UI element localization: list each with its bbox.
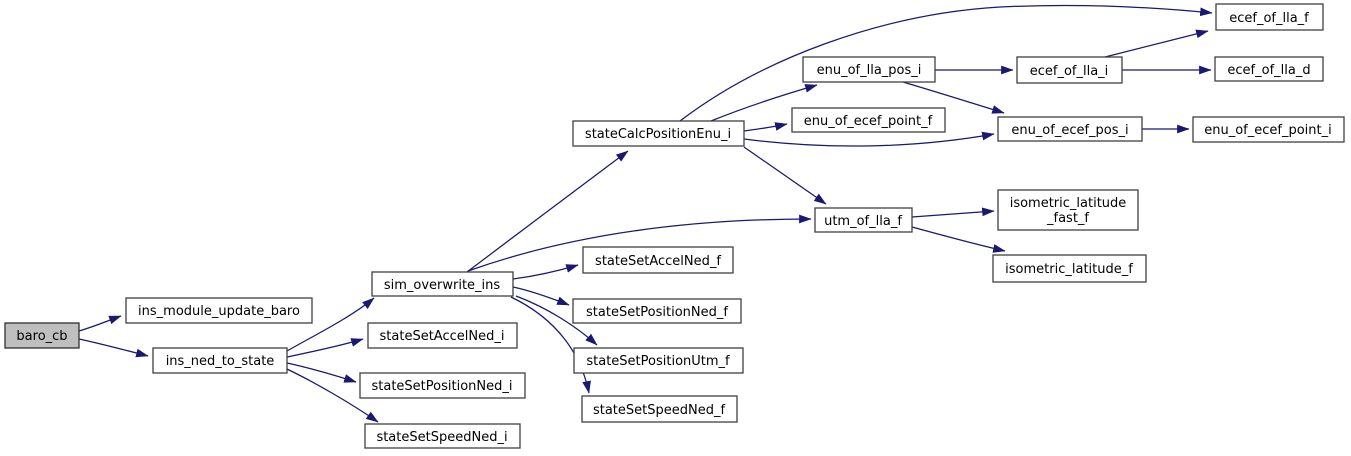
- node-box: [1214, 56, 1324, 82]
- node-utm_of_lla_f[interactable]: utm_of_lla_f: [814, 207, 913, 233]
- node-box: [1192, 116, 1345, 143]
- node-box: [802, 56, 936, 83]
- edge-stateCalcPositionEnu_i-to-enu_of_ecef_point_f: [743, 122, 788, 132]
- node-label: ecef_of_lla_f: [1229, 11, 1309, 26]
- node-box: [814, 207, 913, 233]
- node-isometric_latitude_f[interactable]: isometric_latitude_f: [992, 254, 1147, 283]
- node-box: [581, 395, 738, 423]
- node-label-line1: isometric_latitude: [1010, 196, 1127, 211]
- edge-ecef_of_lla_i-to-ecef_of_lla_f: [1104, 29, 1209, 58]
- node-label: stateCalcPositionEnu_i: [585, 127, 731, 142]
- edge-sim_overwrite_ins-to-utm_of_lla_f: [467, 214, 812, 272]
- node-box: [573, 347, 744, 374]
- edge-utm_of_lla_f-to-isometric_latitude_fast_f: [911, 207, 995, 218]
- edge-stateCalcPositionEnu_i-to-enu_of_ecef_pos_i: [743, 131, 995, 147]
- edge-sim_overwrite_ins-to-stateSetAccelNed_f: [512, 264, 579, 280]
- edge-sim_overwrite_ins-to-stateSetPositionUtm_f: [515, 295, 598, 346]
- edge-stateCalcPositionEnu_i-to-utm_of_lla_f: [743, 146, 827, 205]
- node-label: enu_of_ecef_point_i: [1204, 123, 1332, 138]
- edge-sim_overwrite_ins-to-stateCalcPositionEnu_i: [466, 150, 629, 273]
- edge-ins_ned_to_state-to-stateSetPositionNed_i: [286, 362, 357, 383]
- node-label-line2: _fast_f: [1046, 211, 1089, 226]
- node-label: stateSetPositionNed_i: [372, 379, 513, 394]
- node-box: [1215, 3, 1324, 31]
- nodes-layer: baro_cb ins_module_update_baro ins_ned_t…: [4, 3, 1345, 449]
- node-stateSetPositionUtm_f[interactable]: stateSetPositionUtm_f: [573, 347, 744, 374]
- node-label: ecef_of_lla_d: [1227, 63, 1310, 78]
- node-stateCalcPositionEnu_i[interactable]: stateCalcPositionEnu_i: [572, 120, 745, 147]
- node-label: sim_overwrite_ins: [384, 278, 501, 293]
- node-box: [367, 322, 518, 349]
- node-stateSetSpeedNed_f[interactable]: stateSetSpeedNed_f: [581, 395, 738, 423]
- edge-ins_ned_to_state-to-stateSetAccelNed_i: [286, 338, 364, 358]
- node-label: stateSetPositionUtm_f: [586, 354, 730, 369]
- node-label: enu_of_ecef_pos_i: [1011, 123, 1128, 138]
- node-sim_overwrite_ins[interactable]: sim_overwrite_ins: [371, 271, 514, 297]
- node-label: ins_module_update_baro: [138, 304, 300, 319]
- node-enu_of_lla_pos_i[interactable]: enu_of_lla_pos_i: [802, 56, 936, 83]
- node-label: stateSetSpeedNed_f: [593, 403, 726, 418]
- edge-baro_cb-to-ins_module_update_baro: [78, 315, 122, 332]
- node-label: ins_ned_to_state: [166, 354, 275, 369]
- node-box: [997, 189, 1139, 231]
- node-ecef_of_lla_d[interactable]: ecef_of_lla_d: [1214, 56, 1324, 82]
- edge-baro_cb-to-ins_ned_to_state: [78, 338, 149, 358]
- node-ins_ned_to_state[interactable]: ins_ned_to_state: [152, 347, 288, 374]
- node-box: [1016, 56, 1123, 84]
- node-ecef_of_lla_i[interactable]: ecef_of_lla_i: [1016, 56, 1123, 84]
- edge-utm_of_lla_f-to-isometric_latitude_f: [911, 226, 1006, 253]
- node-label: baro_cb: [16, 329, 67, 344]
- node-box: [125, 297, 313, 324]
- node-stateSetPositionNed_i[interactable]: stateSetPositionNed_i: [359, 372, 526, 399]
- node-box: [364, 423, 521, 449]
- node-isometric_latitude_fast_f[interactable]: isometric_latitude _fast_f: [997, 189, 1139, 231]
- node-box: [371, 271, 514, 297]
- node-box: [152, 347, 288, 374]
- node-label: enu_of_ecef_point_f: [804, 114, 933, 129]
- node-stateSetSpeedNed_i[interactable]: stateSetSpeedNed_i: [364, 423, 521, 449]
- node-enu_of_ecef_point_f[interactable]: enu_of_ecef_point_f: [791, 107, 946, 133]
- node-label: stateSetAccelNed_f: [595, 254, 721, 269]
- node-stateSetPositionNed_f[interactable]: stateSetPositionNed_f: [572, 298, 742, 324]
- node-label: enu_of_lla_pos_i: [817, 63, 922, 78]
- node-label: isometric_latitude_f: [1005, 262, 1133, 277]
- node-label: ecef_of_lla_i: [1030, 64, 1109, 79]
- node-box: [992, 254, 1147, 283]
- node-stateSetAccelNed_f[interactable]: stateSetAccelNed_f: [582, 246, 734, 274]
- edge-stateCalcPositionEnu_i-to-enu_of_lla_pos_i: [710, 84, 818, 122]
- node-baro_cb[interactable]: baro_cb: [4, 322, 80, 349]
- edge-ins_ned_to_state-to-stateSetSpeedNed_i: [286, 368, 379, 423]
- edge-enu_of_lla_pos_i-to-enu_of_ecef_pos_i: [902, 81, 1005, 114]
- node-stateSetAccelNed_i[interactable]: stateSetAccelNed_i: [367, 322, 518, 349]
- node-enu_of_ecef_pos_i[interactable]: enu_of_ecef_pos_i: [997, 116, 1143, 142]
- edge-stateCalcPositionEnu_i-to-ecef_of_lla_f: [679, 4, 1213, 122]
- node-box: [582, 246, 734, 274]
- node-box: [791, 107, 946, 133]
- node-enu_of_ecef_point_i[interactable]: enu_of_ecef_point_i: [1192, 116, 1345, 143]
- node-label: stateSetAccelNed_i: [380, 329, 505, 344]
- node-box: [997, 116, 1143, 142]
- node-box: [572, 120, 745, 147]
- edge-sim_overwrite_ins-to-stateSetPositionNed_f: [512, 286, 570, 306]
- node-label: utm_of_lla_f: [824, 214, 902, 229]
- node-box: [4, 322, 80, 349]
- node-ins_module_update_baro[interactable]: ins_module_update_baro: [125, 297, 313, 324]
- edge-ins_ned_to_state-to-sim_overwrite_ins: [286, 297, 375, 352]
- node-box: [359, 372, 526, 399]
- edges-layer: [78, 4, 1213, 423]
- edge-sim_overwrite_ins-to-stateSetSpeedNed_f: [510, 296, 591, 394]
- node-box: [572, 298, 742, 324]
- node-ecef_of_lla_f[interactable]: ecef_of_lla_f: [1215, 3, 1324, 31]
- node-label: stateSetPositionNed_f: [586, 305, 728, 320]
- node-label: stateSetSpeedNed_i: [376, 430, 507, 445]
